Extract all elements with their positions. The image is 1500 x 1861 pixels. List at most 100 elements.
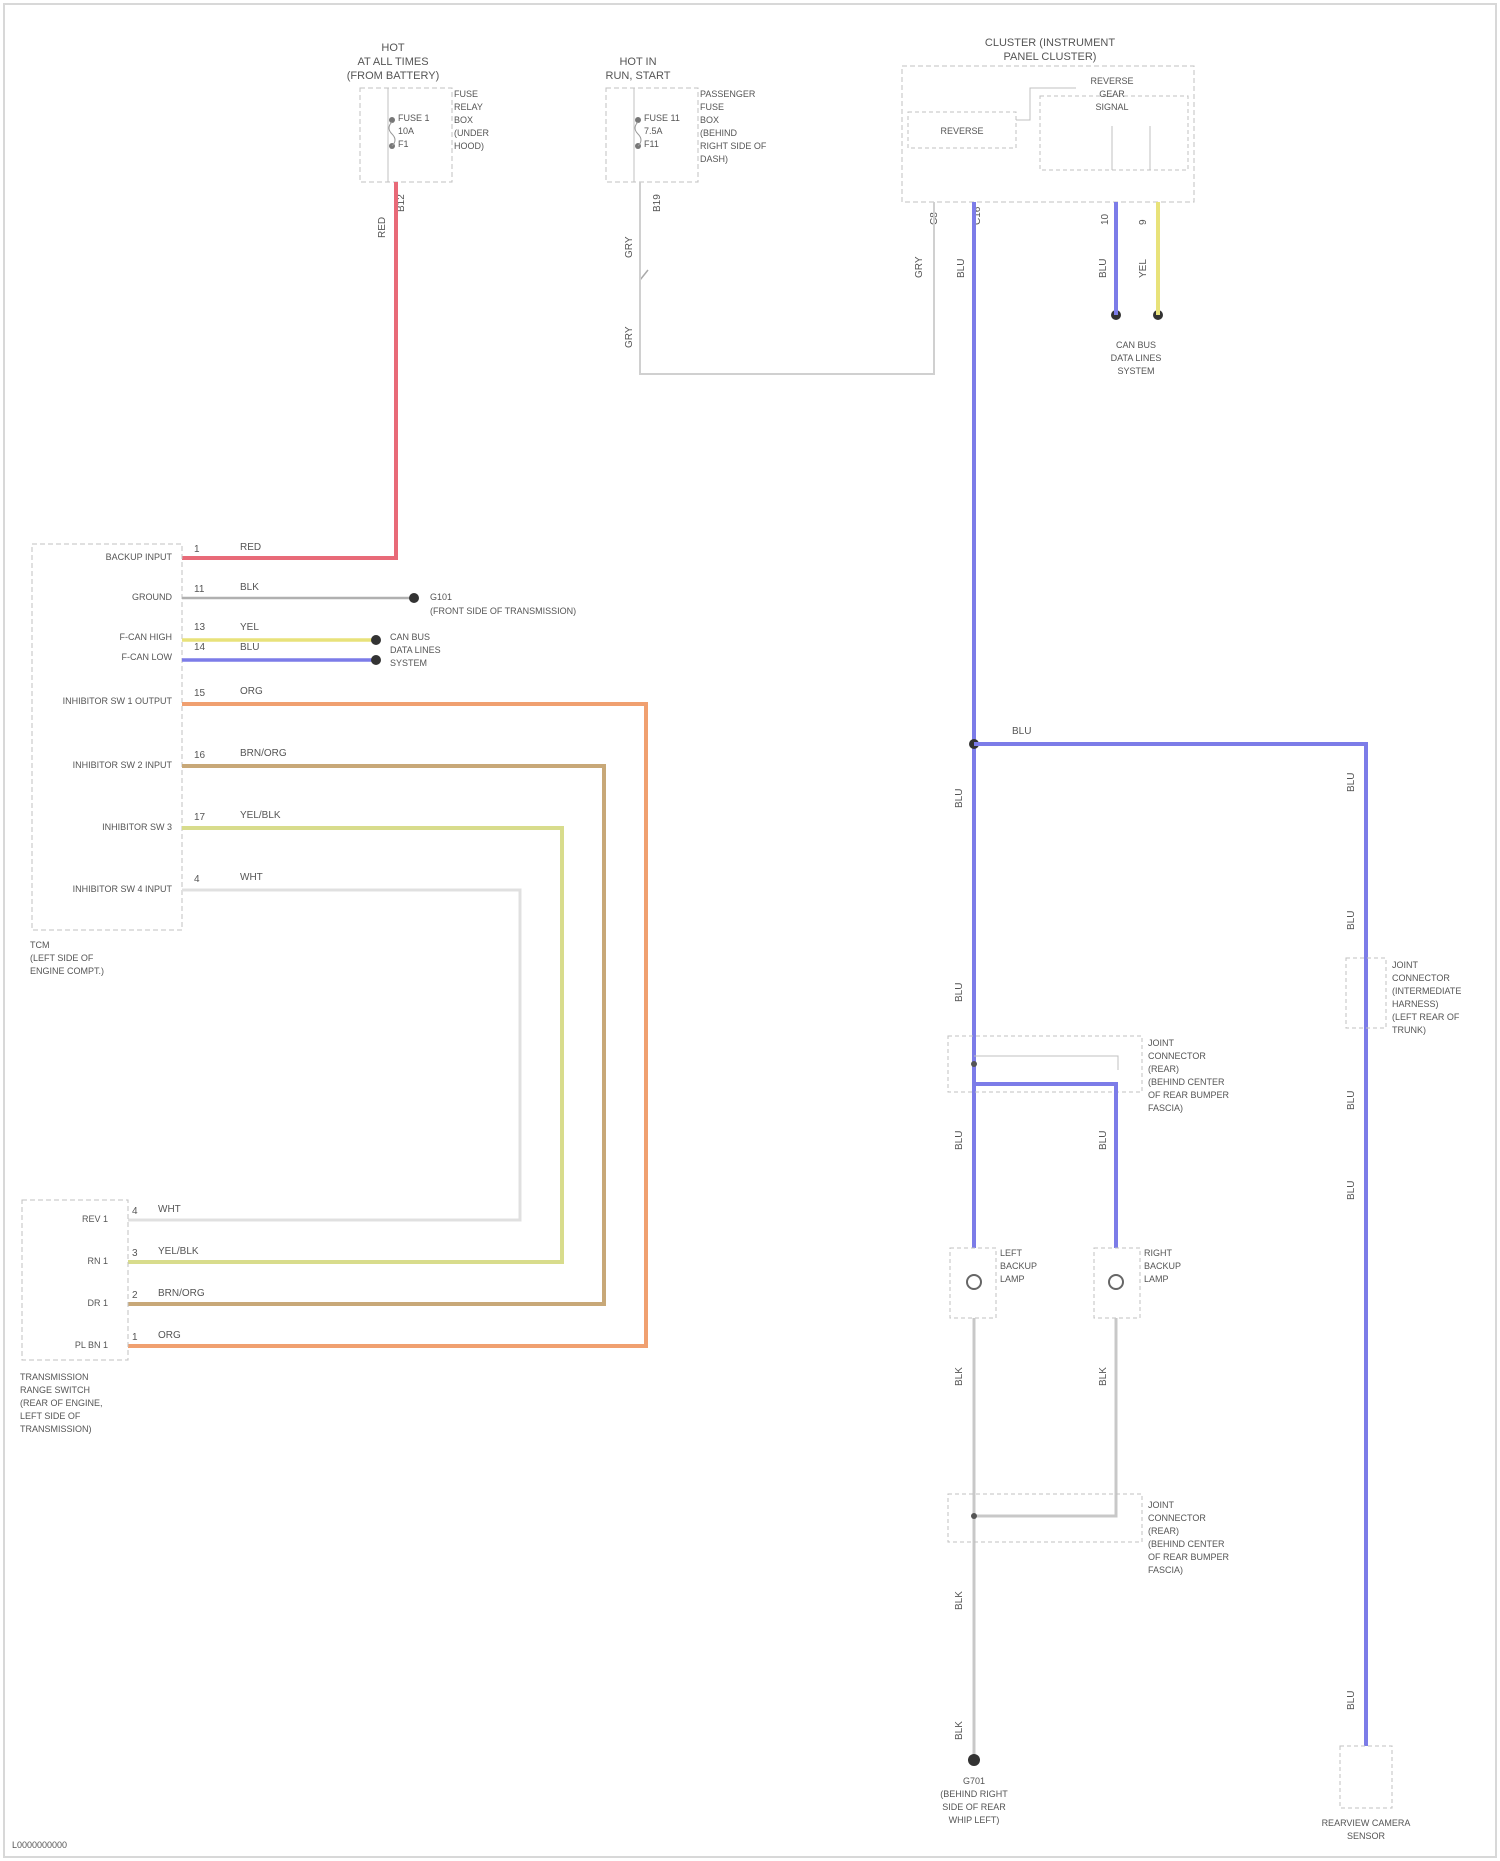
cluster-wire-blu: BLU bbox=[956, 259, 967, 278]
fuse-2-title-line-2: RUN, START bbox=[606, 70, 671, 82]
connector-2-label-1: JOINT bbox=[1148, 1038, 1175, 1048]
tcm-fcan-low-node bbox=[371, 655, 381, 665]
tcm-wire-red: RED bbox=[240, 542, 261, 553]
trs-name-3: (REAR OF ENGINE, bbox=[20, 1398, 103, 1408]
tcm-pin-13: 13 bbox=[194, 622, 206, 633]
fuse-1-title-line-1: HOT bbox=[381, 42, 405, 54]
fuse-2-desc-6: DASH) bbox=[700, 154, 728, 164]
cluster-can-label-3: SYSTEM bbox=[1117, 366, 1154, 376]
trs-name-5: TRANSMISSION) bbox=[20, 1424, 92, 1434]
tcm-pin-17: 17 bbox=[194, 812, 206, 823]
cluster-can-label-1: CAN BUS bbox=[1116, 340, 1156, 350]
fuse-2-desc-5: RIGHT SIDE OF bbox=[700, 141, 767, 151]
cluster-pin-10: 10 bbox=[1100, 213, 1111, 225]
connector-2-label-4: (BEHIND CENTER bbox=[1148, 1077, 1225, 1087]
cluster-title-line-2: PANEL CLUSTER) bbox=[1004, 51, 1097, 63]
fuse-hot-in-run: HOT IN RUN, START FUSE 11 7.5A F11 PASSE… bbox=[606, 56, 767, 348]
trs-row-rev-label: REV 1 bbox=[82, 1214, 108, 1224]
g701-node bbox=[968, 1754, 980, 1766]
wire-olive-loop bbox=[128, 766, 604, 1304]
lamp-ground-label-3: BLK bbox=[954, 1591, 965, 1610]
right-lamp-label-3: LAMP bbox=[1144, 1274, 1169, 1284]
left-lamp-label-3: LAMP bbox=[1000, 1274, 1025, 1284]
tcm-row-backup-label: BACKUP INPUT bbox=[106, 552, 173, 562]
fuse-2-wire-color-lower: GRY bbox=[624, 326, 635, 348]
fuse-2-rating: 7.5A bbox=[644, 126, 663, 136]
tcm-row-inhibitor-3-label: INHIBITOR SW 3 bbox=[102, 822, 172, 832]
left-lamp-label-1: LEFT bbox=[1000, 1248, 1023, 1258]
left-backup-lamp-bulb bbox=[967, 1275, 981, 1289]
connector-1-label-3: (INTERMEDIATE bbox=[1392, 986, 1461, 996]
wire-gray-fuse2 bbox=[640, 182, 934, 374]
fuse-1-desc-2: RELAY bbox=[454, 102, 483, 112]
backup-lamp-circuit: BLU BLU BLU BLU BLU BLU BLU BLU BLU BLU … bbox=[940, 726, 1461, 1841]
tcm-wire-brn-org: BRN/ORG bbox=[240, 748, 287, 759]
splice-wire-label: BLU bbox=[1012, 726, 1031, 737]
trs-pin-3: 3 bbox=[132, 1248, 138, 1259]
trs-wire-wht: WHT bbox=[158, 1204, 181, 1215]
tcm-pin-15: 15 bbox=[194, 688, 206, 699]
wire-lime-loop bbox=[128, 828, 562, 1262]
tcm-name-3: ENGINE COMPT.) bbox=[30, 966, 104, 976]
trs-pin-4: 4 bbox=[132, 1206, 138, 1217]
cluster-inner-right-label-1: REVERSE bbox=[1090, 76, 1133, 86]
wire-red bbox=[182, 182, 396, 558]
right-backup-lamp-bulb bbox=[1109, 1275, 1123, 1289]
wire-orange-loop bbox=[128, 704, 646, 1346]
right-lamp-label-2: BACKUP bbox=[1144, 1261, 1181, 1271]
fuse-1-rating: 10A bbox=[398, 126, 414, 136]
connector-2-label-3: (REAR) bbox=[1148, 1064, 1179, 1074]
tcm-row-inhibitor-1-label: INHIBITOR SW 1 OUTPUT bbox=[63, 696, 173, 706]
rearview-camera-label-2: SENSOR bbox=[1347, 1831, 1386, 1841]
connector-3-label-6: FASCIA) bbox=[1148, 1565, 1183, 1575]
tcm-wire-blu: BLU bbox=[240, 642, 259, 653]
fuse-1-id: F1 bbox=[398, 139, 409, 149]
main-wire-label-1: BLU bbox=[954, 789, 965, 808]
fuse-hot-at-all-times: HOT AT ALL TIMES (FROM BATTERY) FUSE 1 1… bbox=[347, 42, 490, 238]
tcm-name-1: TCM bbox=[30, 940, 50, 950]
tcm-can-ref-2: DATA LINES bbox=[390, 645, 441, 655]
lamp-ground-label-1: BLK bbox=[954, 1367, 965, 1386]
wire-gray-right-lamp bbox=[974, 1318, 1116, 1516]
fuse-1-title-line-2: AT ALL TIMES bbox=[357, 56, 428, 68]
wire-white-loop bbox=[128, 890, 520, 1220]
g101-node bbox=[409, 593, 419, 603]
tcm-pin-4: 4 bbox=[194, 874, 200, 885]
cluster-inner-left-label: REVERSE bbox=[940, 126, 983, 136]
connector-2-label-5: OF REAR BUMPER bbox=[1148, 1090, 1230, 1100]
tcm-pin-16: 16 bbox=[194, 750, 206, 761]
trs-row-pl-label: PL BN 1 bbox=[75, 1340, 108, 1350]
wire-blue-camera bbox=[974, 744, 1366, 1746]
fuse-2-wire-color: GRY bbox=[624, 236, 635, 258]
trs-wire-org: ORG bbox=[158, 1330, 181, 1341]
tcm-can-ref-3: SYSTEM bbox=[390, 658, 427, 668]
lamp-ground-label-4: BLK bbox=[954, 1721, 965, 1740]
fuse-1-desc-5: HOOD) bbox=[454, 141, 484, 151]
wires-top bbox=[182, 182, 1158, 1248]
connector-1-label-6: TRUNK) bbox=[1392, 1025, 1426, 1035]
tcm-pin-11: 11 bbox=[194, 584, 205, 595]
fuse-1-desc-3: BOX bbox=[454, 115, 473, 125]
cam-wire-label-2: BLU bbox=[1346, 911, 1357, 930]
cam-wire-label-5: BLU bbox=[1346, 1691, 1357, 1710]
fuse-1-desc-4: (UNDER bbox=[454, 128, 489, 138]
main-wire-label-2: BLU bbox=[954, 983, 965, 1002]
connector-3-node bbox=[971, 1513, 977, 1519]
trs-pin-2: 2 bbox=[132, 1290, 138, 1301]
connector-1-label-2: CONNECTOR bbox=[1392, 973, 1450, 983]
trs-wire-brn-org: BRN/ORG bbox=[158, 1288, 205, 1299]
cam-wire-label-3: BLU bbox=[1346, 1091, 1357, 1110]
g701-label-1: G701 bbox=[963, 1776, 985, 1786]
transmission-range-switch: REV 1 RN 1 DR 1 PL BN 1 4 3 2 1 WHT YEL/… bbox=[20, 1200, 205, 1434]
fuse-2-desc-1: PASSENGER bbox=[700, 89, 756, 99]
fuse-2-desc-3: BOX bbox=[700, 115, 719, 125]
cam-wire-label-4: BLU bbox=[1346, 1181, 1357, 1200]
fuse-1-element bbox=[389, 122, 395, 146]
cluster-pin-9: 9 bbox=[1138, 219, 1149, 225]
connector-1-label-1: JOINT bbox=[1392, 960, 1419, 970]
cluster-wire-blu-2: BLU bbox=[1098, 259, 1109, 278]
fuse-2-switch-symbol bbox=[640, 270, 648, 294]
connector-2-node bbox=[971, 1061, 977, 1067]
